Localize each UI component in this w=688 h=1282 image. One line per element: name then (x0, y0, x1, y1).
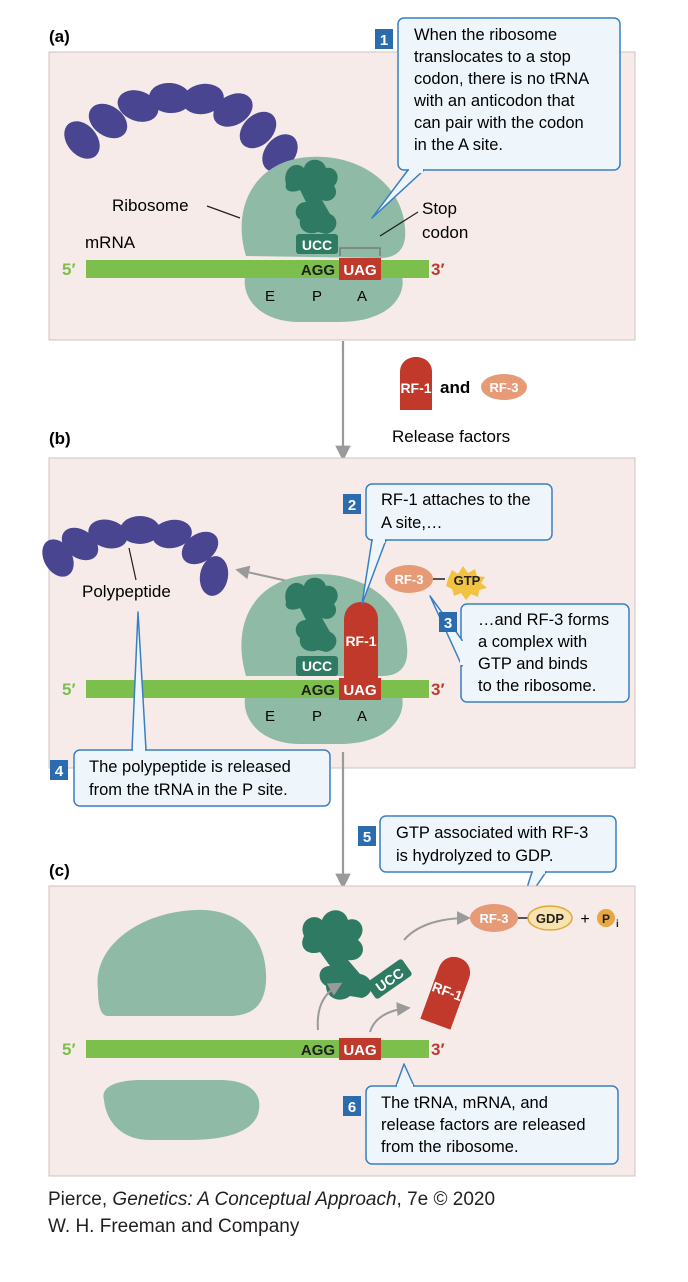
p-site-codon-b: AGG (301, 682, 335, 699)
phosphate-circle (597, 909, 615, 927)
site-p-a: P (312, 288, 322, 305)
callout-step-5 (379, 815, 617, 873)
credit-title: Genetics: A Conceptual Approach (112, 1189, 397, 1210)
rf3-c (470, 904, 518, 932)
site-e-b: E (265, 708, 275, 725)
rf1-legend-label: RF-1 (400, 380, 431, 396)
stop-codon-a: UAG (343, 262, 376, 279)
step-badge-3 (439, 612, 457, 632)
site-p-b: P (312, 708, 322, 725)
callout-step-4 (73, 749, 331, 807)
stop-codon-box-a (339, 258, 381, 280)
gdp-c (527, 905, 573, 931)
rf1-label-b: RF-1 (345, 633, 376, 649)
polypeptide-label: Polypeptide (82, 582, 171, 601)
panel-label-c: (c) (49, 861, 70, 880)
figure-credit: Pierce, Genetics: A Conceptual Approach,… (48, 1186, 495, 1240)
p-site-codon-a: AGG (301, 262, 335, 279)
step-number-1: 1 (380, 32, 388, 49)
gtp-burst-b (446, 566, 487, 600)
step-number-3: 3 (444, 615, 452, 632)
rf3-legend-label: RF-3 (490, 380, 519, 395)
callout-step-1 (397, 17, 621, 171)
release-factors-label: Release factors (392, 427, 510, 446)
three-prime-b: 3′ (431, 680, 445, 699)
callout-step-6 (365, 1085, 619, 1165)
three-prime-c: 3′ (431, 1040, 445, 1059)
callout-4-text: The polypeptide is released from the tRN… (89, 758, 295, 799)
step-badge-4 (50, 760, 68, 780)
rf3-label-c: RF-3 (480, 911, 509, 926)
ribosome-small-subunit-a (244, 270, 403, 322)
credit-author: Pierce, (48, 1189, 113, 1210)
rf1-legend-shape (400, 357, 432, 410)
anticodon-b: UCC (302, 658, 332, 674)
and-label: and (440, 378, 470, 397)
step-number-4: 4 (55, 763, 64, 780)
step-badge-6 (343, 1096, 361, 1116)
stop-codon-c: UAG (343, 1042, 376, 1059)
site-a-a: A (357, 288, 367, 305)
step-badge-5 (358, 826, 376, 846)
trna-a (285, 159, 338, 254)
step-badge-2 (343, 494, 361, 514)
gdp-label-c: GDP (536, 911, 565, 926)
polypeptide-release-arrow (235, 565, 293, 583)
callout-3-text: …and RF-3 forms a complex with GTP and b… (478, 611, 614, 695)
stop-codon-label-1: Stop (422, 199, 457, 218)
ribosome-small-subunit-b (244, 690, 403, 744)
rf3-label-b: RF-3 (395, 572, 424, 587)
stop-codon-label-2: codon (422, 223, 468, 242)
large-subunit-released (97, 909, 267, 1016)
trna-b (285, 577, 338, 676)
step-number-5: 5 (363, 829, 371, 846)
five-prime-c: 5′ (62, 1040, 76, 1059)
mrna-label: mRNA (85, 233, 136, 252)
rf1-released: RF-1 (420, 956, 471, 1030)
callout-5-text: GTP associated with RF-3 is hydrolyzed t… (396, 824, 593, 865)
credit-edition: , 7e © 2020 (396, 1189, 496, 1210)
stop-codon-box-c (339, 1038, 381, 1060)
step-number-2: 2 (348, 497, 356, 514)
rf1-bound-b (344, 602, 378, 680)
trna-released (302, 910, 412, 1000)
stop-codon-box-b (339, 678, 381, 700)
site-e-a: E (265, 288, 275, 305)
polypeptide-chain-b (42, 516, 229, 596)
credit-line-2: W. H. Freeman and Company (48, 1216, 300, 1237)
trna-release-arrow (316, 982, 343, 1031)
polypeptide-leader (128, 547, 137, 581)
callout-step-2 (365, 483, 553, 541)
ribosome-leader (206, 205, 241, 219)
p-site-codon-c: AGG (301, 1042, 335, 1059)
phosphate-label: P (602, 912, 610, 926)
rf3-b (385, 565, 433, 593)
panel-label-b: (b) (49, 429, 71, 448)
rf3-legend-shape (481, 374, 527, 400)
five-prime-b: 5′ (62, 680, 76, 699)
stop-codon-bracket (339, 247, 381, 256)
step-badge-1 (375, 29, 393, 49)
three-prime-a: 3′ (431, 260, 445, 279)
rf3-release-arrow (403, 911, 471, 941)
ribosome-label: Ribosome (112, 196, 189, 215)
callout-1-text: When the ribosome translocates to a stop… (413, 26, 593, 154)
callout-6-text: The tRNA, mRNA, and release factors are … (381, 1094, 590, 1156)
anticodon-a: UCC (302, 237, 332, 253)
credit-line-1: Pierce, Genetics: A Conceptual Approach,… (48, 1186, 495, 1213)
five-prime-a: 5′ (62, 260, 76, 279)
step-number-6: 6 (348, 1099, 356, 1116)
stop-codon-leader (379, 211, 419, 237)
callout-2-text: RF-1 attaches to the A site,… (381, 491, 535, 532)
rf1-release-arrow (369, 1002, 411, 1033)
stop-codon-b: UAG (343, 682, 376, 699)
panel-label-a: (a) (49, 27, 70, 46)
small-subunit-released (103, 1080, 260, 1140)
plus-sign: + (580, 911, 589, 928)
gtp-label-b: GTP (454, 573, 481, 588)
site-a-b: A (357, 708, 367, 725)
phosphate-subscript: i (616, 919, 619, 930)
